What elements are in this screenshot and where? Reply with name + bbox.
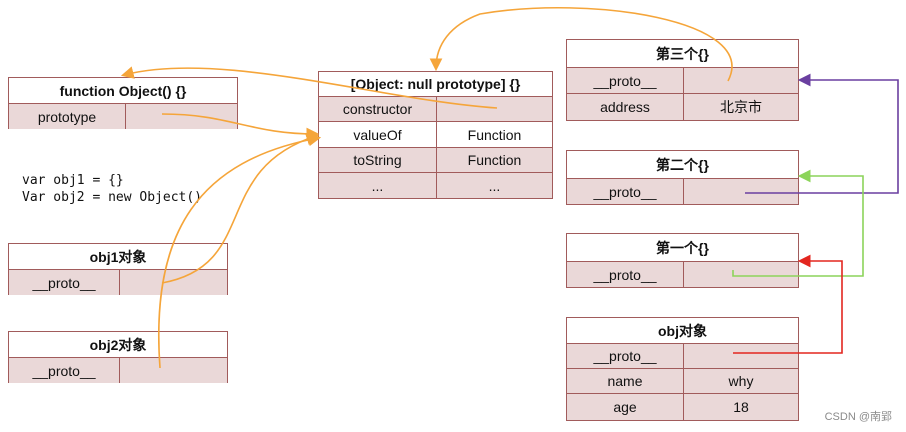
row-value: Function [436, 148, 552, 172]
row-key: ... [371, 177, 384, 194]
table-row: address 北京市 [567, 94, 798, 120]
table-row: valueOf Function [319, 122, 552, 148]
row-value [683, 344, 798, 368]
obj2-title: obj2对象 [9, 332, 227, 358]
row-value: 北京市 [683, 94, 798, 120]
row-key: constructor [342, 101, 413, 117]
obj-proto-arrow [733, 254, 843, 354]
prototype-arrow [161, 113, 320, 141]
row-value [119, 358, 227, 383]
table-row: age 18 [567, 394, 798, 420]
row-key: prototype [37, 108, 97, 125]
table-row: __proto__ [9, 270, 227, 295]
table-row: ... ... [319, 173, 552, 198]
row-value: Function [436, 122, 552, 147]
obj-box: obj对象 __proto__ name why age 18 [566, 317, 799, 421]
table-row: __proto__ [567, 344, 798, 369]
row-key: __proto__ [593, 183, 657, 200]
obj2-proto-arrow [158, 133, 322, 369]
third-object-title: 第三个{} [567, 40, 798, 68]
null-prototype-box: [Object: null prototype] {} constructor … [318, 71, 553, 199]
table-row: __proto__ [567, 262, 798, 287]
row-key: valueOf [353, 126, 402, 143]
table-row: name why [567, 369, 798, 394]
code-line: Var obj2 = new Object() [22, 190, 203, 205]
row-key: toString [353, 152, 402, 168]
row-value [436, 97, 552, 121]
second-object-title: 第二个{} [567, 151, 798, 179]
row-key: address [600, 99, 650, 115]
code-line: var obj1 = {} [22, 173, 124, 188]
table-row: __proto__ [9, 358, 227, 383]
row-key: __proto__ [593, 72, 657, 89]
row-key: name [607, 373, 643, 389]
first-proto-arrow [732, 169, 864, 277]
row-value: why [683, 369, 798, 393]
first-object-title: 第一个{} [567, 234, 798, 262]
row-value [125, 104, 237, 129]
row-value [119, 270, 227, 295]
second-proto-arrow [745, 73, 899, 194]
obj-title: obj对象 [567, 318, 798, 344]
row-key: age [613, 399, 637, 415]
third-object-box: 第三个{} __proto__ address 北京市 [566, 39, 799, 121]
table-row: __proto__ [567, 179, 798, 204]
code-snippet: var obj1 = {} Var obj2 = new Object() [22, 172, 202, 206]
row-value: ... [436, 173, 552, 198]
first-object-box: 第一个{} __proto__ [566, 233, 799, 288]
null-prototype-title: [Object: null prototype] {} [319, 72, 552, 97]
row-value: 18 [683, 394, 798, 420]
row-key: __proto__ [593, 266, 657, 283]
table-row: __proto__ [567, 68, 798, 94]
third-proto-arrow [429, 6, 733, 82]
obj1-proto-arrow [161, 132, 320, 284]
row-key: __proto__ [593, 348, 657, 364]
object-constructor-title: function Object() {} [9, 78, 237, 104]
watermark: CSDN @南郢 [824, 411, 892, 423]
row-value [683, 179, 798, 204]
obj2-box: obj2对象 __proto__ [8, 331, 228, 383]
obj1-title: obj1对象 [9, 244, 227, 270]
row-value [683, 68, 798, 93]
obj1-box: obj1对象 __proto__ [8, 243, 228, 295]
table-row: toString Function [319, 148, 552, 173]
row-key: __proto__ [32, 274, 96, 291]
object-constructor-box: function Object() {} prototype [8, 77, 238, 129]
second-object-box: 第二个{} __proto__ [566, 150, 799, 205]
constructor-arrow [120, 66, 498, 109]
row-value [683, 262, 798, 287]
row-key: __proto__ [32, 362, 96, 379]
